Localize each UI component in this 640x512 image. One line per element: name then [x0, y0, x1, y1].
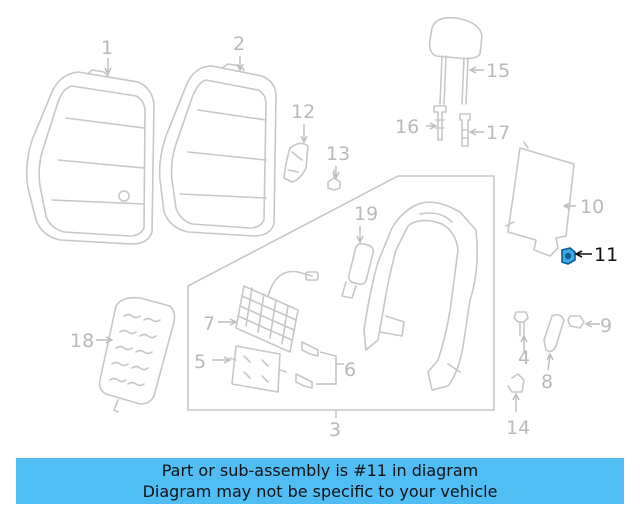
- callout-18: 18: [70, 330, 94, 352]
- callout-8: 8: [541, 371, 553, 393]
- seat-frame: [363, 201, 478, 391]
- lever-8: [543, 313, 565, 353]
- callout-19: 19: [354, 203, 378, 225]
- callout-1: 1: [101, 37, 113, 59]
- callout-17: 17: [486, 122, 510, 144]
- callout-16: 16: [395, 116, 419, 138]
- callout-4: 4: [518, 347, 530, 369]
- parts-diagram: 1 2 3 4 5 6 7 8 9 10 11 12 13 14 15 16 1…: [25, 16, 618, 441]
- nut-11: [561, 247, 576, 265]
- seat-back-cushion-2: [158, 63, 277, 237]
- bolt-4: [513, 311, 529, 337]
- callout-2: 2: [233, 33, 245, 55]
- seat-pad-18: [98, 296, 176, 413]
- seat-back-cushion-1: [25, 69, 155, 245]
- clip-9: [567, 315, 585, 329]
- bracket-12: [283, 142, 309, 183]
- leader-lines: [96, 56, 600, 418]
- bracket-5: [229, 345, 287, 393]
- back-panel-10: [505, 141, 575, 257]
- callout-11: 11: [594, 244, 618, 266]
- callout-15: 15: [486, 60, 510, 82]
- banner-line-2: Diagram may not be specific to your vehi…: [142, 482, 498, 501]
- callout-10: 10: [580, 196, 604, 218]
- clips-6: [295, 341, 319, 389]
- headrest-guide-17: [459, 113, 471, 147]
- motor-19: [341, 242, 375, 299]
- callout-labels: 1 2 3 4 5 6 7 8 9 10 11 12 13 14 15 16 1…: [70, 33, 618, 441]
- info-banner: Part or sub-assembly is #11 in diagram D…: [16, 458, 624, 504]
- headrest-guide-16: [433, 105, 447, 141]
- callout-14: 14: [506, 417, 530, 439]
- callout-12: 12: [291, 101, 315, 123]
- headrest-15: [428, 16, 483, 105]
- callout-13: 13: [326, 143, 350, 165]
- banner-line-1: Part or sub-assembly is #11 in diagram: [161, 461, 479, 480]
- callout-5: 5: [194, 351, 206, 373]
- callout-7: 7: [203, 313, 215, 335]
- callout-6: 6: [344, 359, 356, 381]
- lumbar-support-7: [235, 270, 319, 353]
- hook-14: [507, 373, 525, 393]
- callout-9: 9: [600, 315, 612, 337]
- callout-3: 3: [329, 419, 341, 441]
- frame-assembly-box-3: [187, 175, 495, 411]
